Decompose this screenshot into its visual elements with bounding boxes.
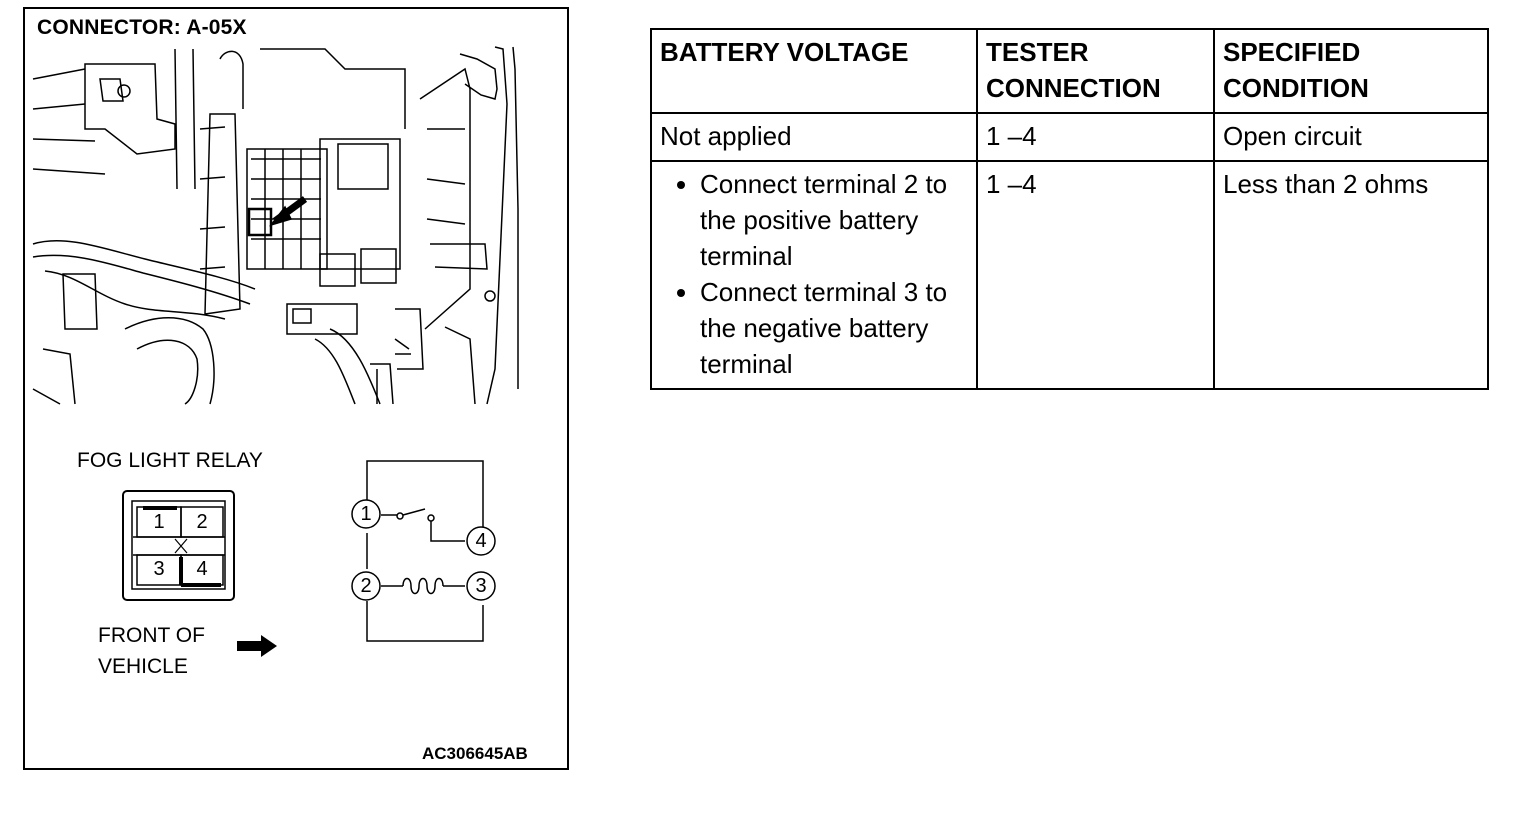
circuit-node-2 (351, 571, 381, 601)
cell-battery-voltage: Connect terminal 2 to the positive batte… (650, 160, 978, 390)
table-row: Not applied 1 –4 Open circuit (650, 112, 1489, 162)
connector-pin-4: 4 (196, 558, 208, 580)
header-line: BATTERY VOLTAGE (660, 37, 909, 67)
connector-pin-3: 3 (153, 558, 165, 580)
table-row: Connect terminal 2 to the positive batte… (650, 160, 1489, 390)
front-of-vehicle-label: FRONT OF VEHICLE (98, 620, 205, 682)
relay-connector-face (122, 490, 235, 601)
header-line: TESTER (986, 37, 1089, 67)
connector-title: CONNECTOR: A-05X (37, 16, 247, 39)
engine-compartment-drawing (32, 46, 519, 405)
circuit-node-1-label: 1 (360, 503, 372, 525)
inspection-table: BATTERY VOLTAGE TESTER CONNECTION SPECIF… (650, 28, 1489, 390)
cell-tester-connection: 1 –4 (976, 160, 1215, 390)
header-line: CONDITION (1223, 73, 1369, 103)
header-line: SPECIFIED (1223, 37, 1361, 67)
cell-battery-voltage: Not applied (650, 112, 978, 162)
circuit-node-1 (351, 499, 381, 529)
connector-pin-2: 2 (196, 511, 208, 533)
cell-specified-condition: Less than 2 ohms (1213, 160, 1489, 390)
front-arrow-icon (237, 635, 277, 657)
cell-tester-connection: 1 –4 (976, 112, 1215, 162)
header-line: CONNECTION (986, 73, 1161, 103)
relay-circuit-diagram (351, 460, 496, 642)
front-label-line-1: FRONT OF (98, 624, 205, 647)
figure-frame: CONNECTOR: A-05X FOG LIGHT RELAY 1 2 3 4… (23, 7, 569, 770)
connection-step: Connect terminal 3 to the negative batte… (700, 274, 962, 382)
header-tester-connection: TESTER CONNECTION (976, 28, 1215, 114)
connection-steps-list: Connect terminal 2 to the positive batte… (660, 166, 962, 382)
front-label-line-2: VEHICLE (98, 655, 188, 678)
connector-pin-1: 1 (153, 511, 165, 533)
figure-id: AC306645AB (422, 744, 528, 763)
circuit-node-4-label: 4 (475, 530, 487, 552)
circuit-node-3 (466, 571, 496, 601)
header-specified-condition: SPECIFIED CONDITION (1213, 28, 1489, 114)
header-battery-voltage: BATTERY VOLTAGE (650, 28, 978, 114)
cell-specified-condition: Open circuit (1213, 112, 1489, 162)
table-header-row: BATTERY VOLTAGE TESTER CONNECTION SPECIF… (650, 28, 1489, 114)
connection-step: Connect terminal 2 to the positive batte… (700, 166, 962, 274)
relay-title: FOG LIGHT RELAY (77, 449, 263, 472)
circuit-node-2-label: 2 (360, 575, 372, 597)
circuit-node-4 (466, 526, 496, 556)
circuit-node-3-label: 3 (475, 575, 487, 597)
figure-illustration (32, 46, 519, 657)
